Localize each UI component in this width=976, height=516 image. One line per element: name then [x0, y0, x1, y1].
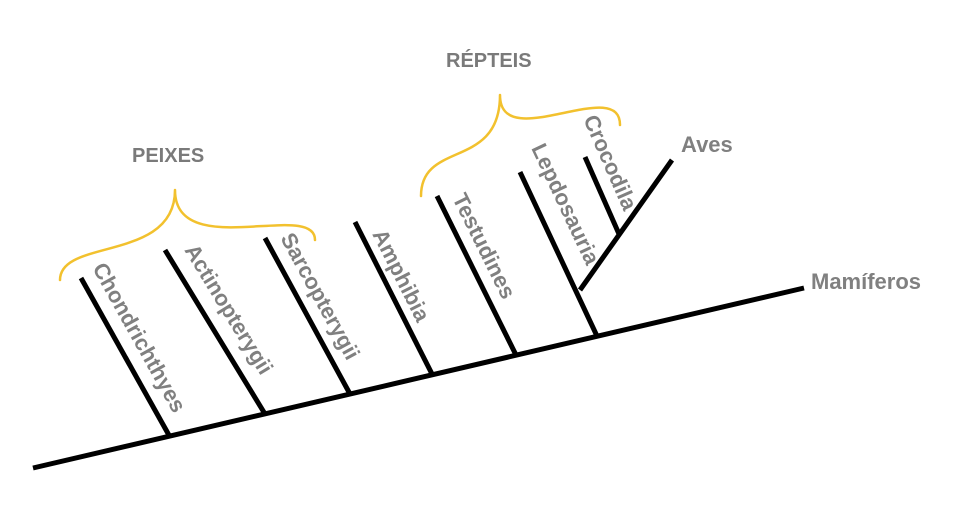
- branch-lepdosauria: [517, 170, 600, 338]
- label-mamiferos: Mamíferos: [811, 269, 921, 294]
- group-label-repteis: RÉPTEIS: [446, 49, 532, 72]
- label-aves: Aves: [681, 132, 733, 157]
- branch-actinopterygii: [162, 248, 268, 416]
- branch-chondrichthyes: [78, 276, 173, 439]
- brace-repteis: [419, 93, 622, 198]
- main-trunk-branch: [32, 285, 805, 471]
- brace-peixes: [58, 188, 317, 282]
- branch-amphibia: [352, 220, 435, 376]
- branch-archosauria: [577, 158, 675, 292]
- branch-crocodila: [582, 155, 622, 236]
- branch-testudines: [434, 194, 519, 357]
- branch-sarcopterygii: [262, 236, 353, 396]
- label-lepdosauria: Lepdosauria: [526, 139, 605, 269]
- group-label-peixes: PEIXES: [132, 145, 204, 167]
- label-chondrichthyes: Chondrichthyes: [88, 258, 192, 416]
